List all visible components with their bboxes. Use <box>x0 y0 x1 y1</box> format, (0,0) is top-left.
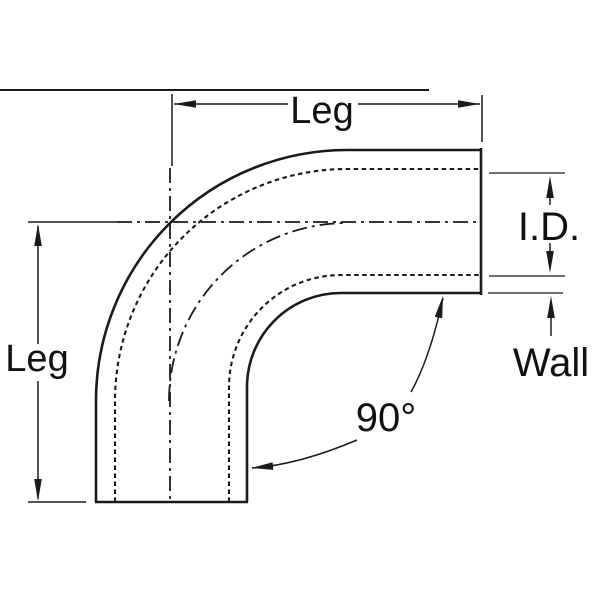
pipe-inner-wall-inside-dashed <box>227 273 479 502</box>
arrowhead-down-icon <box>546 251 554 273</box>
arrowhead-left-icon <box>251 462 274 470</box>
dimension-leg-left: Leg <box>5 221 117 503</box>
leg-left-label: Leg <box>5 338 68 380</box>
arrowhead-right-icon <box>458 100 480 108</box>
inner-diameter-label: I.D. <box>518 205 580 249</box>
pipe-outer-wall-outside <box>94 148 481 502</box>
leg-top-label: Leg <box>290 90 353 132</box>
wall-label: Wall <box>513 341 589 385</box>
angle-label: 90° <box>356 396 417 440</box>
dimension-wall: Wall <box>488 292 589 385</box>
centerline-bend-arc <box>168 222 348 402</box>
arrowhead-up-icon <box>546 176 554 198</box>
pipe-inner-wall-outside-dashed <box>113 167 479 502</box>
arrowhead-up-icon <box>547 296 555 318</box>
dimension-angle: 90° <box>251 296 444 470</box>
arrowhead-left-icon <box>174 100 196 108</box>
arrowhead-up-icon <box>34 224 42 246</box>
dimension-inner-diameter: I.D. <box>489 172 580 277</box>
elbow-pipe <box>94 148 483 504</box>
pipe-outer-wall-inside <box>245 291 481 502</box>
arrowhead-down-icon <box>34 479 42 501</box>
arrowhead-up-icon <box>434 296 443 319</box>
dimension-leg-top: Leg <box>171 90 483 166</box>
